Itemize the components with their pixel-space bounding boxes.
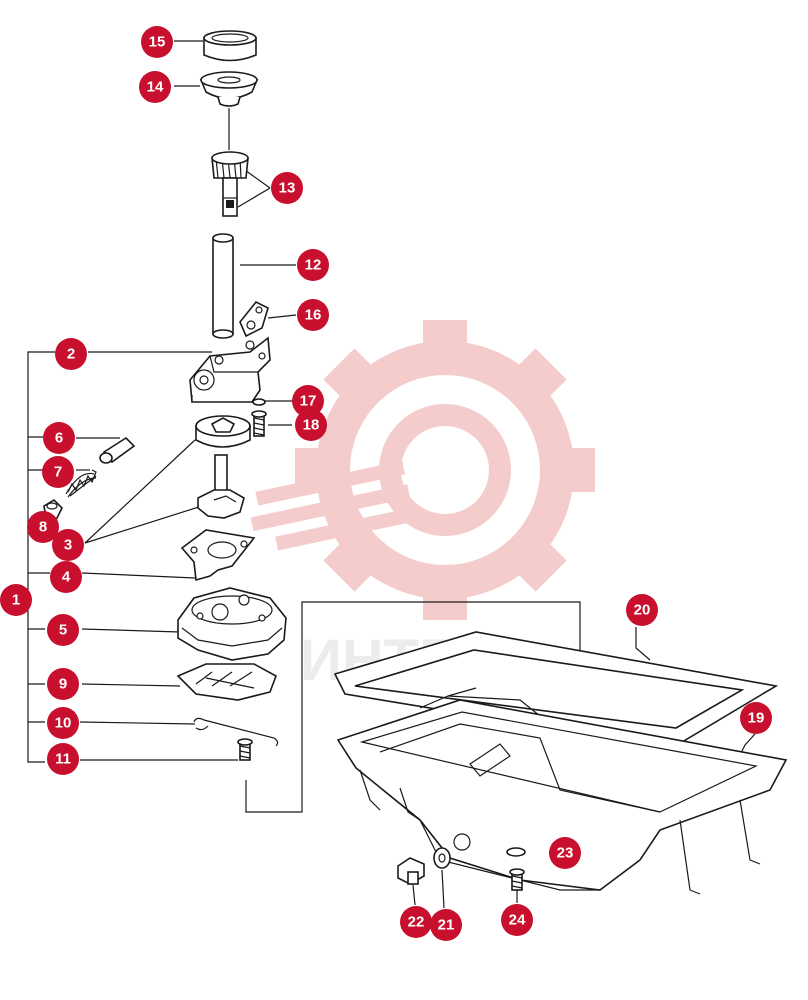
- callout-13: 13: [271, 172, 303, 204]
- svg-text:18: 18: [303, 417, 320, 434]
- callout-19: 19: [740, 702, 772, 734]
- svg-text:8: 8: [39, 519, 47, 536]
- part-12-shaft: [212, 233, 234, 339]
- callout-17: 17: [292, 385, 324, 417]
- callout-16: 16: [297, 299, 329, 331]
- callout-7: 7: [42, 456, 74, 488]
- callout-6: 6: [43, 422, 75, 454]
- part-20-sump-gasket: [333, 631, 779, 749]
- part-19-oil-sump: [336, 699, 788, 895]
- callout-12: 12: [297, 249, 329, 281]
- part-3-outer-rotor: [195, 415, 251, 448]
- part-2-pump-body: [189, 336, 271, 403]
- part-9-strainer-screen: [176, 663, 277, 701]
- part-7-spring: [65, 469, 97, 498]
- part-6-plunger: [99, 436, 136, 464]
- svg-text:6: 6: [55, 430, 63, 447]
- part-21-washer: [433, 847, 451, 869]
- part-10-clip: [193, 717, 279, 747]
- callout-2: 2: [55, 338, 87, 370]
- callout-8: 8: [27, 511, 59, 543]
- svg-text:12: 12: [305, 257, 322, 274]
- part-14-bearing-cap: [199, 71, 259, 150]
- callout-18: 18: [295, 409, 327, 441]
- callout-22: 22: [400, 906, 432, 938]
- callout-23: 23: [549, 837, 581, 869]
- svg-text:1: 1: [12, 592, 20, 609]
- callout-15: 15: [141, 26, 173, 58]
- svg-text:2: 2: [67, 346, 75, 363]
- svg-text:7: 7: [54, 464, 62, 481]
- svg-text:3: 3: [64, 537, 72, 554]
- svg-text:24: 24: [509, 912, 526, 929]
- callout-14: 14: [139, 71, 171, 103]
- assembly-bracket: [27, 351, 55, 763]
- part-5-strainer-housing: [177, 587, 287, 661]
- svg-text:17: 17: [300, 393, 317, 410]
- callout-11: 11: [47, 743, 79, 775]
- svg-text:10: 10: [55, 715, 72, 732]
- callout-21: 21: [430, 909, 462, 941]
- part-16-gasket: [239, 300, 269, 338]
- svg-text:19: 19: [748, 710, 765, 727]
- svg-text:9: 9: [59, 676, 67, 693]
- callout-10: 10: [47, 707, 79, 739]
- svg-text:13: 13: [279, 180, 296, 197]
- part-15-seal-ring: [203, 30, 257, 62]
- svg-text:20: 20: [634, 602, 651, 619]
- callout-5: 5: [47, 614, 79, 646]
- part-23-washer: [506, 847, 526, 857]
- part-24-bolt: [509, 868, 525, 891]
- part-17-washer: [252, 398, 266, 406]
- callout-20: 20: [626, 594, 658, 626]
- svg-text:5: 5: [59, 622, 67, 639]
- part-3-inner-rotor: [197, 454, 245, 519]
- svg-text:23: 23: [557, 845, 574, 862]
- svg-text:21: 21: [438, 917, 455, 934]
- svg-text:22: 22: [408, 914, 425, 931]
- svg-text:4: 4: [62, 569, 71, 586]
- part-13-drive-gear: [211, 151, 249, 217]
- part-11-bolt: [237, 738, 253, 761]
- callout-3: 3: [52, 529, 84, 561]
- part-18-bolt: [251, 410, 267, 437]
- callout-1: 1: [0, 584, 32, 616]
- svg-text:16: 16: [305, 307, 322, 324]
- part-22-drain-plug: [397, 857, 425, 885]
- svg-text:14: 14: [147, 79, 164, 96]
- callout-24: 24: [501, 904, 533, 936]
- part-4-pickup-plate: [180, 529, 256, 582]
- callout-9: 9: [47, 668, 79, 700]
- callout-4: 4: [50, 561, 82, 593]
- svg-text:15: 15: [149, 34, 166, 51]
- leader-lines: [49, 40, 756, 909]
- svg-text:11: 11: [55, 751, 71, 768]
